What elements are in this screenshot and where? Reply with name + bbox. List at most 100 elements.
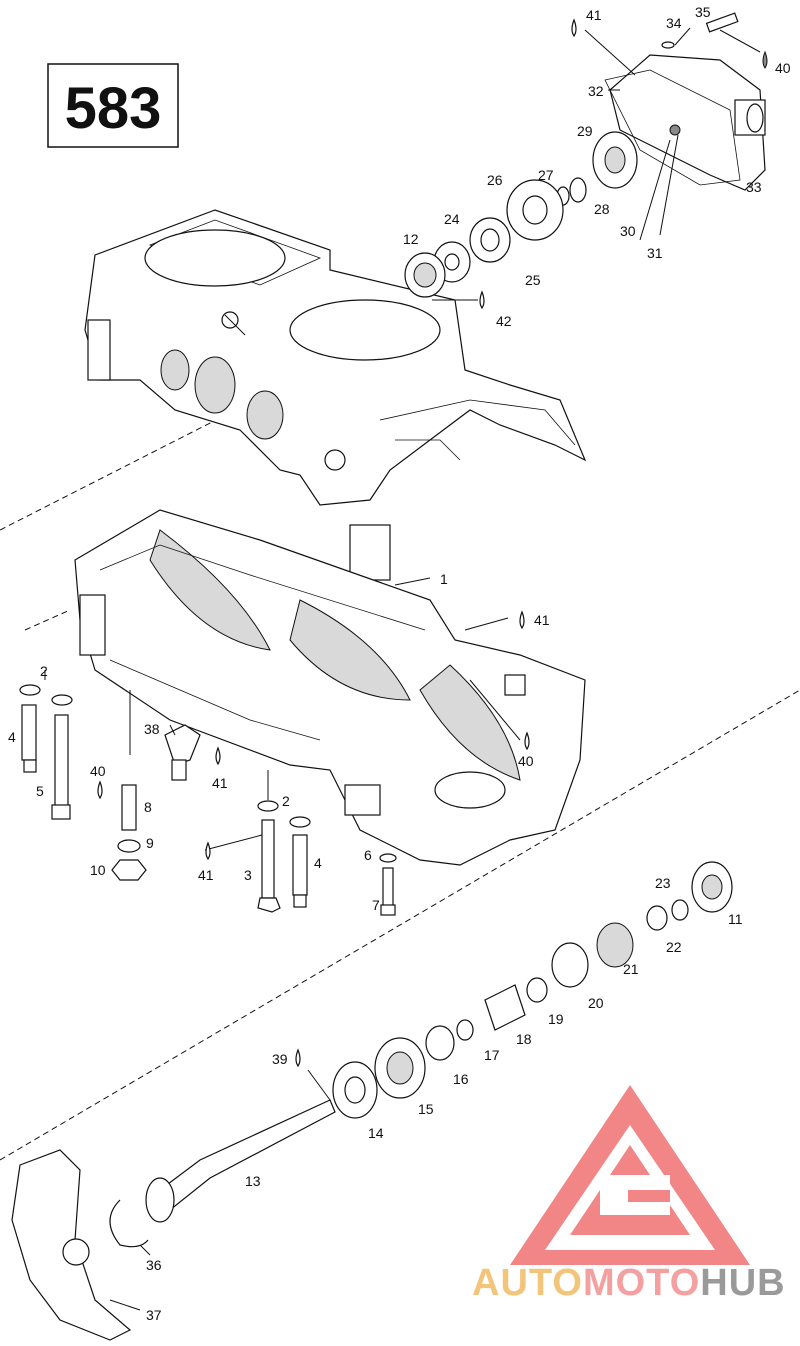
label-4: 4 bbox=[8, 729, 16, 745]
label-2: 2 bbox=[40, 663, 48, 679]
gear-20 bbox=[551, 942, 589, 988]
leader-lines bbox=[44, 27, 761, 1311]
brand-auto: AUTO bbox=[472, 1262, 583, 1304]
bolt-3 bbox=[261, 819, 275, 899]
drive-shaft-assembly bbox=[11, 861, 733, 1341]
automotohub-watermark: AUTOMOTOHUB bbox=[472, 1085, 786, 1304]
brand-hub: HUB bbox=[700, 1262, 785, 1304]
label-19: 19 bbox=[548, 1011, 564, 1027]
stud-4b bbox=[292, 834, 308, 896]
bolt-5 bbox=[54, 714, 69, 811]
label-17: 17 bbox=[484, 1047, 500, 1063]
drop-icon bbox=[524, 731, 530, 751]
washer-19 bbox=[526, 977, 548, 1003]
fasteners-left bbox=[19, 684, 201, 881]
label-7: 7 bbox=[372, 897, 380, 913]
label-9: 9 bbox=[146, 835, 154, 851]
label-42: 42 bbox=[496, 313, 512, 329]
leader-1 bbox=[394, 577, 431, 586]
label-30: 30 bbox=[620, 223, 636, 239]
label-15: 15 bbox=[418, 1101, 434, 1117]
label-26: 26 bbox=[487, 172, 503, 188]
drop-icon bbox=[97, 780, 103, 800]
label-13: 13 bbox=[245, 1173, 261, 1189]
clip-23 bbox=[671, 899, 689, 921]
washer-9 bbox=[117, 839, 141, 853]
circlip-36 bbox=[109, 1199, 149, 1248]
svg-text:AUTOMOTOHUB: AUTOMOTOHUB bbox=[472, 1262, 786, 1304]
nut-10 bbox=[111, 859, 147, 881]
label-33: 33 bbox=[746, 179, 762, 195]
bolt-7 bbox=[382, 867, 394, 909]
label-40: 40 bbox=[90, 763, 106, 779]
label-20: 20 bbox=[588, 995, 604, 1011]
label-23: 23 bbox=[655, 875, 671, 891]
label-2: 2 bbox=[282, 793, 290, 809]
label-41: 41 bbox=[534, 612, 550, 628]
drop-icon bbox=[571, 18, 577, 38]
label-37: 37 bbox=[146, 1307, 162, 1323]
washer-6 bbox=[379, 853, 397, 863]
label-10: 10 bbox=[90, 862, 106, 878]
label-21: 21 bbox=[623, 961, 639, 977]
label-27: 27 bbox=[538, 167, 554, 183]
label-5: 5 bbox=[36, 783, 44, 799]
drop-icon bbox=[295, 1048, 301, 1068]
part-labels: 1 2 2 3 4 4 5 6 7 8 9 10 11 12 13 14 15 … bbox=[8, 4, 791, 1323]
washer-16 bbox=[425, 1025, 455, 1061]
sealant-drop-icons bbox=[97, 18, 768, 1068]
washer-2 bbox=[19, 684, 41, 696]
label-22: 22 bbox=[666, 939, 682, 955]
label-29: 29 bbox=[577, 123, 593, 139]
label-3: 3 bbox=[244, 867, 252, 883]
diagram-number: 583 bbox=[65, 76, 162, 141]
drop-icon bbox=[762, 50, 768, 69]
label-1: 1 bbox=[440, 571, 448, 587]
lower-crankcase bbox=[74, 509, 586, 866]
label-28: 28 bbox=[594, 201, 610, 217]
label-4: 4 bbox=[314, 855, 322, 871]
sleeve-18 bbox=[484, 984, 526, 1031]
label-32: 32 bbox=[588, 83, 604, 99]
stud-8 bbox=[121, 784, 137, 831]
label-31: 31 bbox=[647, 245, 663, 261]
shaft-13 bbox=[159, 1099, 336, 1211]
label-14: 14 bbox=[368, 1125, 384, 1141]
label-11: 11 bbox=[728, 911, 743, 927]
drop-icon bbox=[205, 841, 211, 861]
diagram-number-box: 583 bbox=[47, 63, 179, 148]
ring-22 bbox=[646, 905, 668, 931]
label-24: 24 bbox=[444, 211, 460, 227]
fitting-38 bbox=[164, 724, 201, 766]
label-18: 18 bbox=[516, 1031, 532, 1047]
label-36: 36 bbox=[146, 1257, 162, 1273]
drop-icon bbox=[215, 746, 221, 766]
label-6: 6 bbox=[364, 847, 372, 863]
fasteners-middle bbox=[257, 800, 397, 916]
washer-34 bbox=[661, 41, 675, 49]
label-41: 41 bbox=[212, 775, 228, 791]
label-39: 39 bbox=[272, 1051, 288, 1067]
seal-31 bbox=[669, 124, 681, 136]
label-12: 12 bbox=[403, 231, 419, 247]
label-40: 40 bbox=[775, 60, 791, 76]
label-41: 41 bbox=[586, 7, 602, 23]
clip-17 bbox=[456, 1019, 474, 1041]
label-25: 25 bbox=[525, 272, 541, 288]
label-40: 40 bbox=[518, 753, 534, 769]
spring-21 bbox=[596, 922, 634, 968]
label-35: 35 bbox=[695, 4, 711, 20]
water-pump-assembly bbox=[404, 12, 766, 298]
pump-housing-32 bbox=[609, 54, 766, 191]
brand-moto: MOTO bbox=[583, 1262, 700, 1304]
assembly-boundary-lines bbox=[0, 417, 800, 1161]
drop-icon bbox=[479, 290, 485, 310]
stud-4 bbox=[21, 704, 37, 761]
screw-35 bbox=[705, 12, 739, 33]
label-41: 41 bbox=[198, 867, 214, 883]
washer-28 bbox=[569, 177, 587, 203]
label-34: 34 bbox=[666, 15, 682, 31]
drop-icon bbox=[519, 610, 525, 630]
label-38: 38 bbox=[144, 721, 160, 737]
